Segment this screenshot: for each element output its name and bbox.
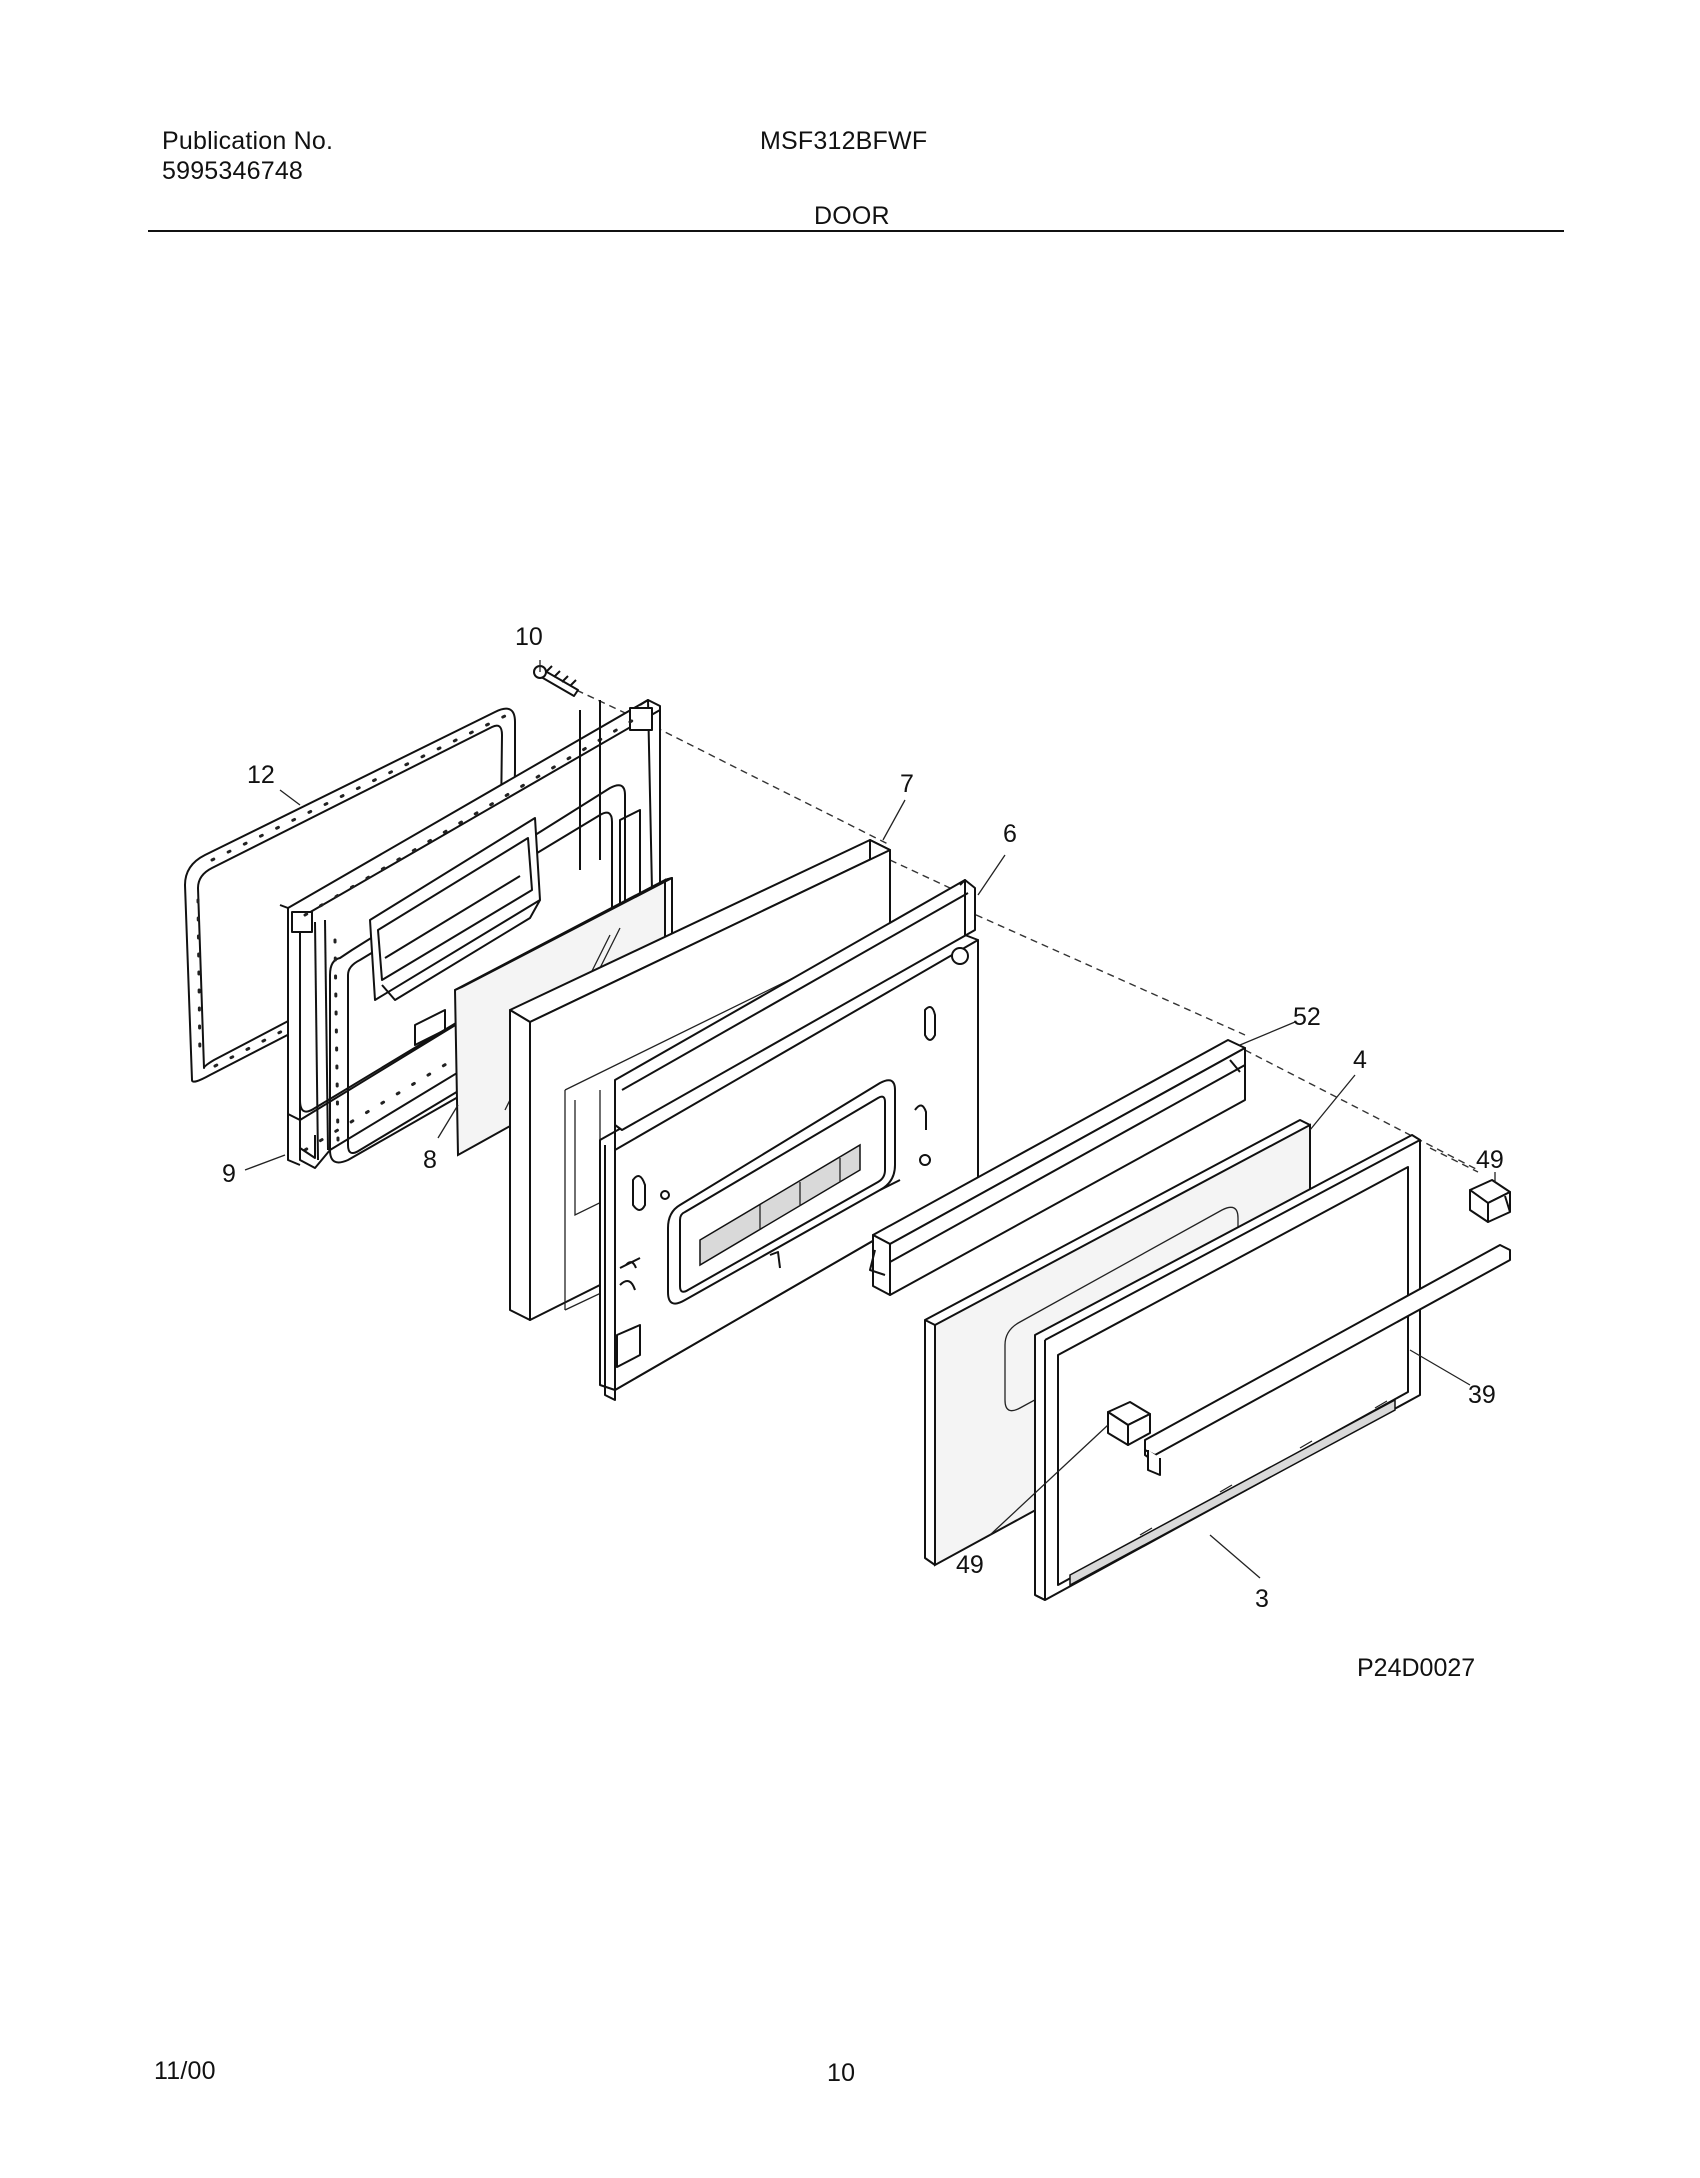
figure-code: P24D0027 <box>1357 1654 1475 1682</box>
publication-label: Publication No. <box>162 127 334 155</box>
callout-3: 3 <box>1255 1585 1269 1613</box>
callout-8: 8 <box>423 1146 437 1174</box>
callout-39: 39 <box>1468 1381 1496 1409</box>
end-cap-part-49-lower <box>1107 1401 1151 1446</box>
callout-10: 10 <box>515 623 543 651</box>
callout-4: 4 <box>1353 1046 1367 1074</box>
footer-date: 11/00 <box>154 2057 216 2085</box>
callout-52: 52 <box>1293 1003 1321 1031</box>
publication-number: 5995346748 <box>162 157 304 185</box>
end-cap-part-49-upper <box>1469 1179 1511 1223</box>
door-frame-part-6 <box>599 879 979 1401</box>
trim-frame-part-3 <box>1034 1134 1421 1601</box>
callout-49-lower: 49 <box>956 1551 984 1579</box>
model-number: MSF312BFWF <box>760 127 928 155</box>
rail-part-52 <box>869 1039 1246 1296</box>
callout-12: 12 <box>247 761 275 789</box>
page-number: 10 <box>827 2059 856 2087</box>
callout-leaders <box>244 660 1496 1579</box>
callout-9: 9 <box>222 1160 236 1188</box>
section-title: DOOR <box>814 202 890 230</box>
header-rule <box>148 230 1564 232</box>
callout-6: 6 <box>1003 820 1017 848</box>
callout-49-upper: 49 <box>1476 1146 1504 1174</box>
inner-liner-part-9 <box>279 699 661 1169</box>
gasket-part-12 <box>184 707 516 1083</box>
callout-7: 7 <box>900 770 914 798</box>
screw-part-10 <box>533 665 579 697</box>
handle-part-39 <box>1144 1244 1511 1476</box>
